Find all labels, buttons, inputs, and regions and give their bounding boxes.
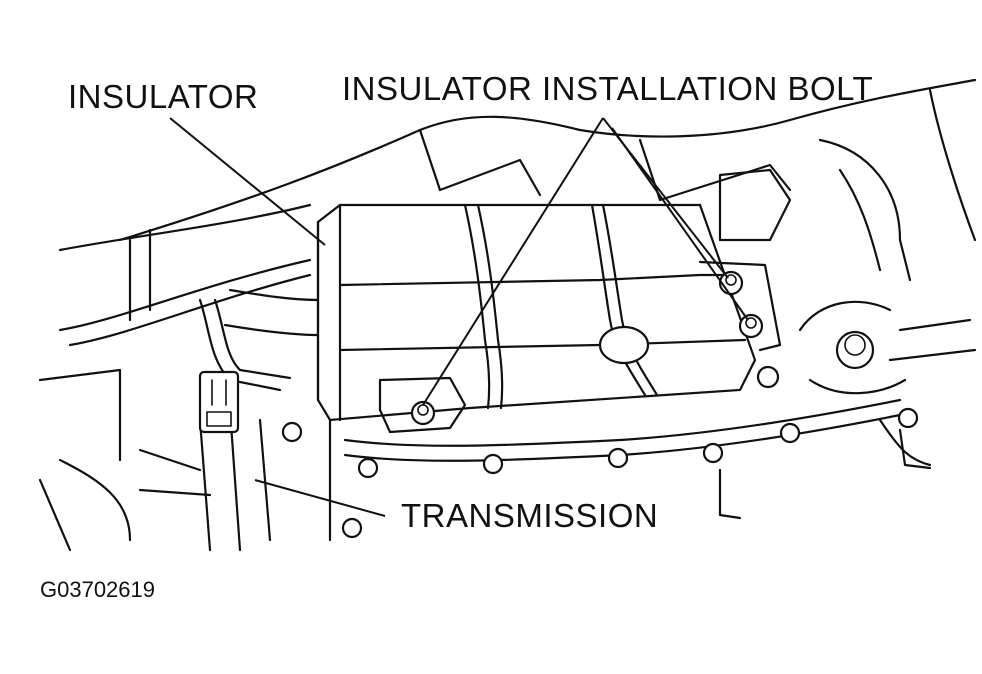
leader-insulator [169,117,326,246]
insulator-installation-bolt-label: INSULATOR INSTALLATION BOLT [342,70,874,107]
figure-id: G03702619 [40,577,155,602]
leader-transmission [254,479,386,517]
vehicle-underbody-outline [38,78,977,552]
leader-bolt-rear-lower [611,127,749,321]
bolt-rear-upper [718,270,744,296]
leader-bolt-front [422,117,604,406]
leader-lines [169,117,749,517]
pipe-harness [58,258,322,392]
mount-bracket [718,168,907,395]
insulator-label: INSULATOR [68,78,259,115]
transmission-label: TRANSMISSION [401,497,659,534]
insulator-body [316,203,782,434]
transmission-pan [281,398,932,542]
bolt-rear-lower [738,313,764,339]
electrical-connector [198,370,240,434]
bolt-front [410,400,436,426]
